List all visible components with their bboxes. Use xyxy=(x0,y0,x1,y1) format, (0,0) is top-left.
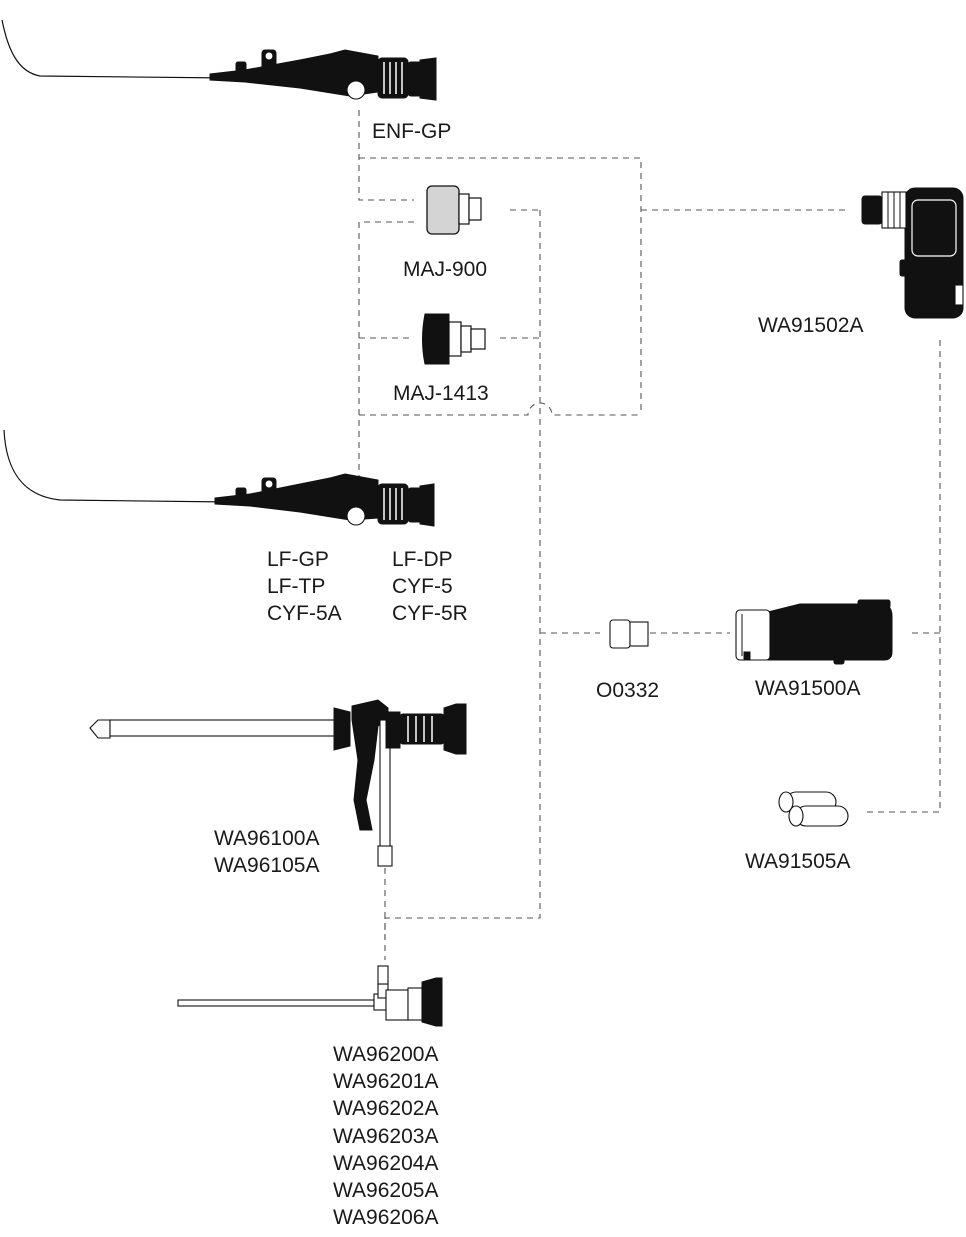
maj-1413-adapter xyxy=(422,313,486,365)
wa91505a-label: WA91505A xyxy=(745,850,851,873)
lf-group-left-item: LF-TP xyxy=(267,575,326,599)
wa962xx-item: WA96201A xyxy=(333,1070,439,1094)
maj-900-label: MAJ-900 xyxy=(403,258,488,281)
maj-900-adapter xyxy=(426,185,482,235)
enf-gp-label: ENF-GP xyxy=(372,120,452,143)
lf-group-right-item: LF-DP xyxy=(392,548,453,571)
wa962xx-item: WA96204A xyxy=(333,1151,439,1175)
connector-lines xyxy=(358,110,941,960)
wa96100-item: WA96100A xyxy=(214,827,320,850)
maj-1413-label: MAJ-1413 xyxy=(393,382,489,405)
wa91500a-label: WA91500A xyxy=(755,677,861,700)
wa962xx-item: WA96202A xyxy=(333,1097,439,1121)
wa962xx-item: WA96206A xyxy=(333,1206,439,1230)
lf-group-right-item: CYF-5 xyxy=(392,575,453,599)
o0332-adapter xyxy=(609,619,649,649)
wa962xx-item: WA96203A xyxy=(333,1124,439,1148)
lf-group-right-item: CYF-5R xyxy=(392,602,468,626)
lf-group-left-item: LF-GP xyxy=(267,548,329,571)
wa962xx-item: WA96200A xyxy=(333,1043,439,1066)
lf-scope xyxy=(3,429,435,527)
wa96100a-instrument xyxy=(89,699,467,867)
wa96100-item: WA96105A xyxy=(214,854,320,878)
enf-gp-scope xyxy=(1,19,437,101)
lf-group-right-labels: LF-DP CYF-5 CYF-5R xyxy=(392,546,468,628)
wa962xx-telescope xyxy=(177,965,443,1027)
o0332-label: O0332 xyxy=(596,679,660,702)
wa91500a-device xyxy=(735,599,893,665)
wa91505a-batteries xyxy=(778,791,849,827)
lf-group-left-labels: LF-GP LF-TP CYF-5A xyxy=(267,546,342,628)
wa96100-labels: WA96100A WA96105A xyxy=(214,825,319,879)
wa962xx-item: WA96205A xyxy=(333,1179,439,1203)
wa962xx-labels: WA96200A WA96201A WA96202A WA96203A WA96… xyxy=(333,1041,438,1231)
wa91502a-label: WA91502A xyxy=(758,314,864,337)
lf-group-left-item: CYF-5A xyxy=(267,602,342,626)
wa91502a-device xyxy=(861,187,964,319)
